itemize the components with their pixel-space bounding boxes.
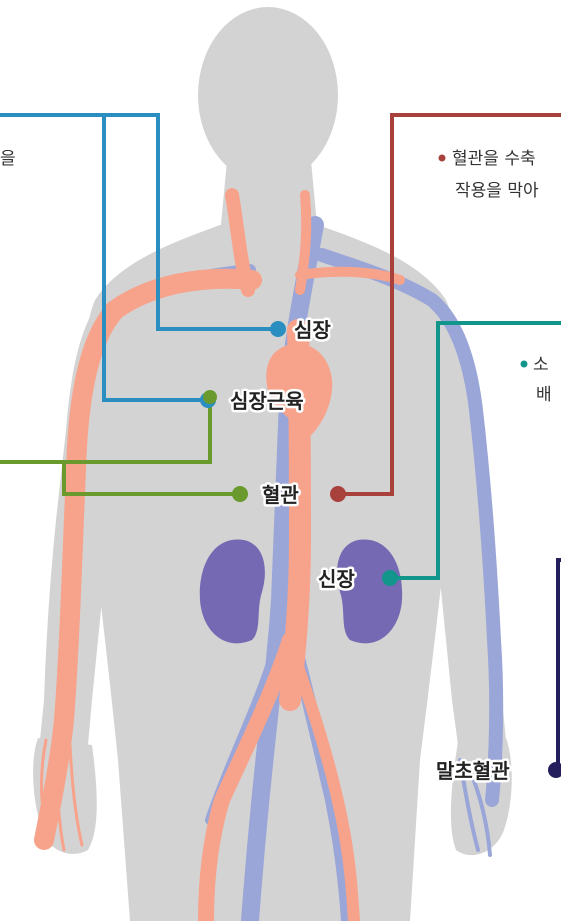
label-heart-muscle: 심장근육 bbox=[230, 389, 304, 413]
label-kidney: 신장 bbox=[318, 567, 355, 591]
bullet-dot-red bbox=[439, 155, 446, 162]
left-fragment: 을 bbox=[0, 149, 16, 169]
right-hand bbox=[451, 738, 512, 855]
heart-dot bbox=[270, 321, 286, 337]
right-top-line2: 작용을 막아 bbox=[455, 181, 539, 201]
right-top-line1: 혈관을 수축 bbox=[452, 149, 536, 169]
right-mid-line1: 소 bbox=[533, 355, 549, 375]
bullet-dot-teal bbox=[521, 361, 528, 368]
label-heart: 심장 bbox=[294, 318, 331, 342]
right-mid-line2: 배 bbox=[536, 385, 552, 405]
label-blood-vessel: 혈관 bbox=[262, 483, 299, 507]
muscle-dot-upper bbox=[203, 390, 217, 404]
peripheral-dot bbox=[548, 762, 561, 778]
label-peripheral-vessel: 말초혈관 bbox=[436, 759, 510, 783]
kidney-dot bbox=[382, 570, 398, 586]
vessel-dot-red bbox=[330, 486, 346, 502]
vessel-dot-green bbox=[232, 486, 248, 502]
